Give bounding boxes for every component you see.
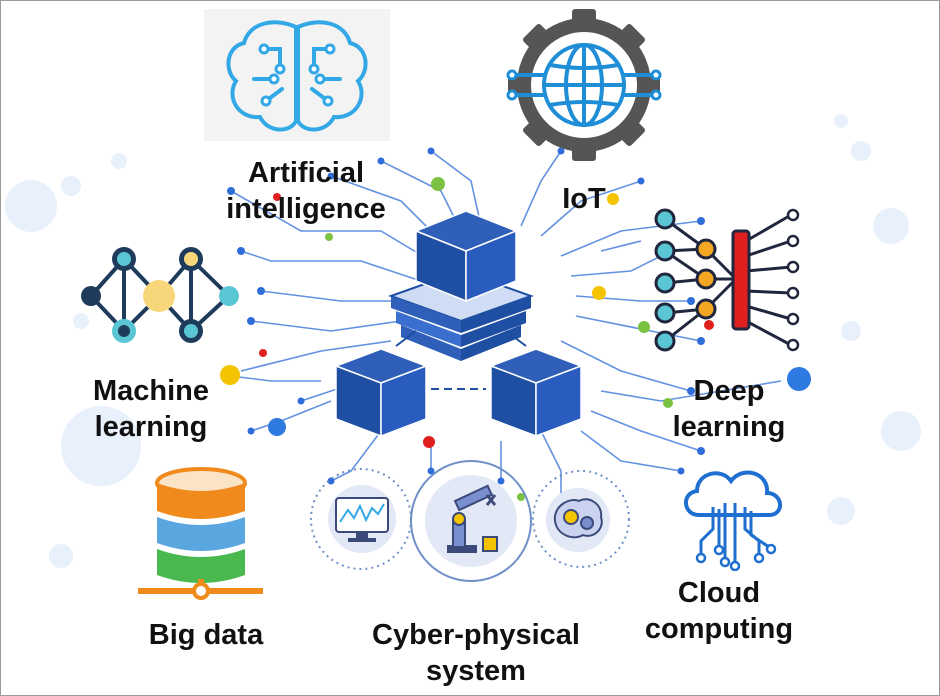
- cyber-physical-group: [310, 460, 630, 582]
- label-line: Artificial: [247, 157, 365, 189]
- label-big-data: Big data: [148, 619, 264, 651]
- neural-network-icon: [81, 247, 239, 343]
- label-line: Cyber-physical: [372, 619, 580, 651]
- gear-brain-icon: [546, 488, 610, 552]
- deep-network-icon: [654, 208, 800, 352]
- server-cubes-icon: [333, 210, 584, 438]
- globe-gear-icon: [506, 9, 662, 161]
- label-line: Deep: [693, 375, 765, 407]
- label-line: learning: [94, 411, 208, 443]
- label-machine-learning: Machine learning: [71, 373, 231, 445]
- label-cyber-physical-system: Cyber-physical system: [361, 617, 591, 689]
- label-cloud-computing: Cloud computing: [629, 575, 809, 647]
- label-line: Cloud: [677, 577, 761, 609]
- label-deep-learning: Deep learning: [659, 373, 799, 445]
- label-line: computing: [644, 613, 794, 645]
- label-artificial-intelligence: Artificial intelligence: [221, 155, 391, 227]
- robot-arm-icon: [425, 475, 517, 567]
- label-iot: IoT: [562, 183, 606, 215]
- monitor-chart-icon: [328, 485, 396, 553]
- brain-icon: [204, 9, 390, 141]
- label-line: system: [426, 655, 526, 687]
- label-line: learning: [672, 411, 786, 443]
- database-icon: [138, 467, 263, 600]
- label-line: intelligence: [226, 193, 386, 225]
- label-line: Machine: [92, 375, 210, 407]
- cloud-icon: [684, 470, 782, 571]
